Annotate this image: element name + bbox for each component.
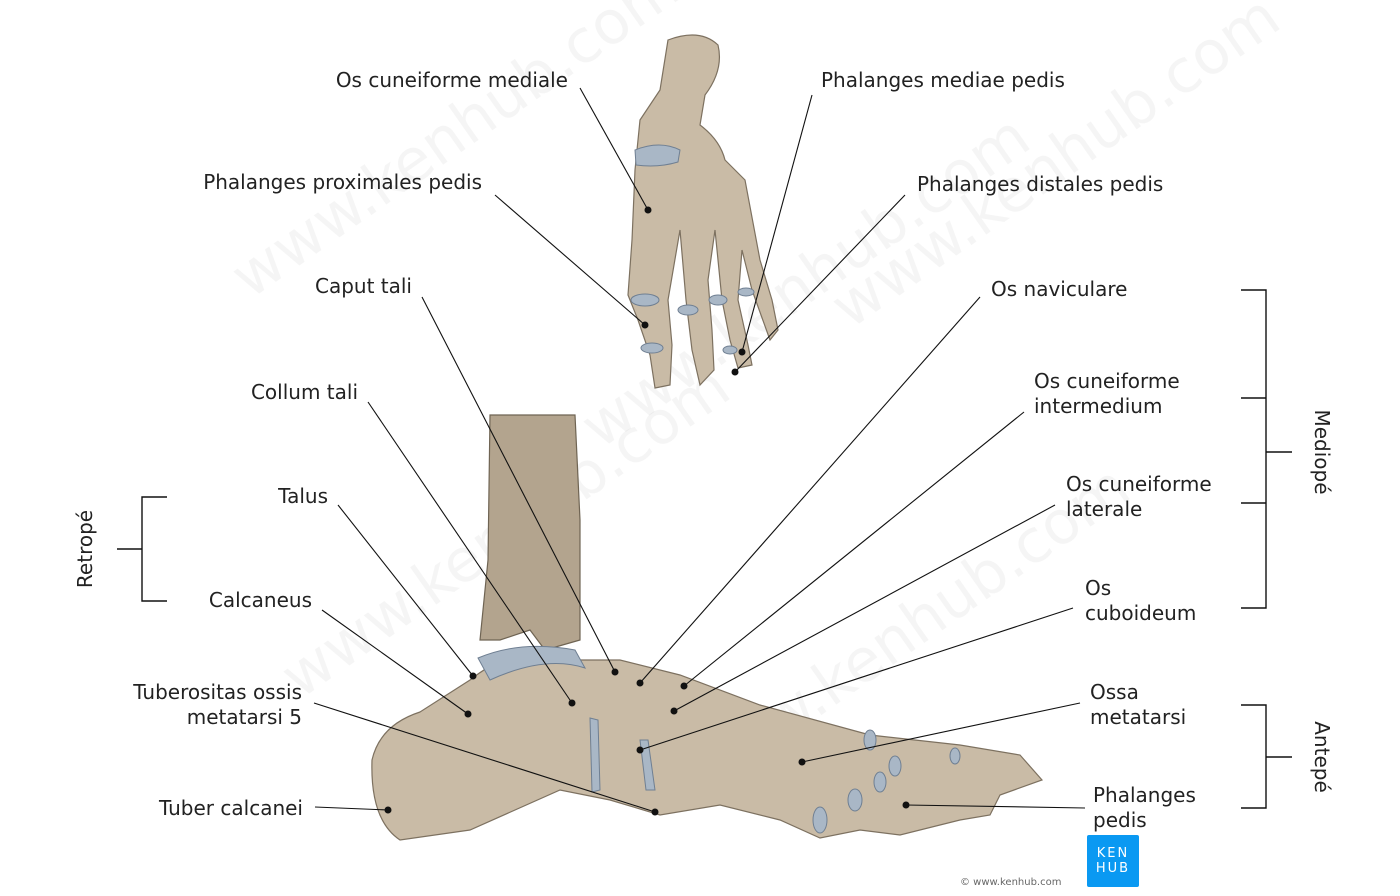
label-tuberositas-2: metatarsi 5 xyxy=(187,705,302,729)
label-cuneiforme-mediale: Os cuneiforme mediale xyxy=(336,68,568,92)
label-talus: Talus xyxy=(277,484,328,508)
label-phalanges-pedis-2: pedis xyxy=(1093,808,1147,832)
region-retrope: Retropé xyxy=(73,510,97,588)
label-caput-tali: Caput tali xyxy=(315,274,412,298)
dorsal-foot-illustration xyxy=(627,34,779,389)
labels: Os cuneiforme mediale Phalanges mediae p… xyxy=(132,68,1211,832)
lateral-foot-illustration xyxy=(371,414,1044,841)
label-calcaneus: Calcaneus xyxy=(209,588,312,612)
label-cuboideum: Os xyxy=(1085,576,1111,600)
label-phalanges-pedis: Phalanges xyxy=(1093,783,1196,807)
bracket-mediope: Mediopé xyxy=(1241,289,1334,609)
label-ossa-metatarsi-2: metatarsi xyxy=(1090,705,1186,729)
leader-lines xyxy=(313,87,1086,816)
label-cuneiforme-laterale-2: laterale xyxy=(1066,497,1142,521)
copyright: © www.kenhub.com xyxy=(960,877,1062,888)
logo-text-1: KEN xyxy=(1096,846,1130,861)
bracket-antepe: Antepé xyxy=(1241,704,1334,809)
label-collum-tali: Collum tali xyxy=(251,380,358,404)
label-tuberositas: Tuberositas ossis xyxy=(132,680,302,704)
kenhub-logo: KEN HUB xyxy=(1087,835,1139,887)
label-tuber-calcanei: Tuber calcanei xyxy=(158,796,303,820)
label-cuneiforme-intermedium: Os cuneiforme xyxy=(1034,369,1180,393)
region-antepe: Antepé xyxy=(1310,721,1334,793)
region-mediope: Mediopé xyxy=(1310,409,1334,494)
label-ossa-metatarsi: Ossa xyxy=(1090,680,1139,704)
label-phalanges-mediae: Phalanges mediae pedis xyxy=(821,68,1065,92)
bracket-retrope: Retropé xyxy=(73,496,167,602)
svg-text:www.kenhub.com: www.kenhub.com xyxy=(218,0,692,312)
label-cuneiforme-laterale: Os cuneiforme xyxy=(1066,472,1212,496)
label-os-naviculare: Os naviculare xyxy=(991,277,1127,301)
label-cuboideum-2: cuboideum xyxy=(1085,601,1196,625)
logo-text-2: HUB xyxy=(1095,861,1131,876)
label-phalanges-proximales: Phalanges proximales pedis xyxy=(203,170,482,194)
label-cuneiforme-intermedium-2: intermedium xyxy=(1034,394,1162,418)
label-phalanges-distales: Phalanges distales pedis xyxy=(917,172,1163,196)
